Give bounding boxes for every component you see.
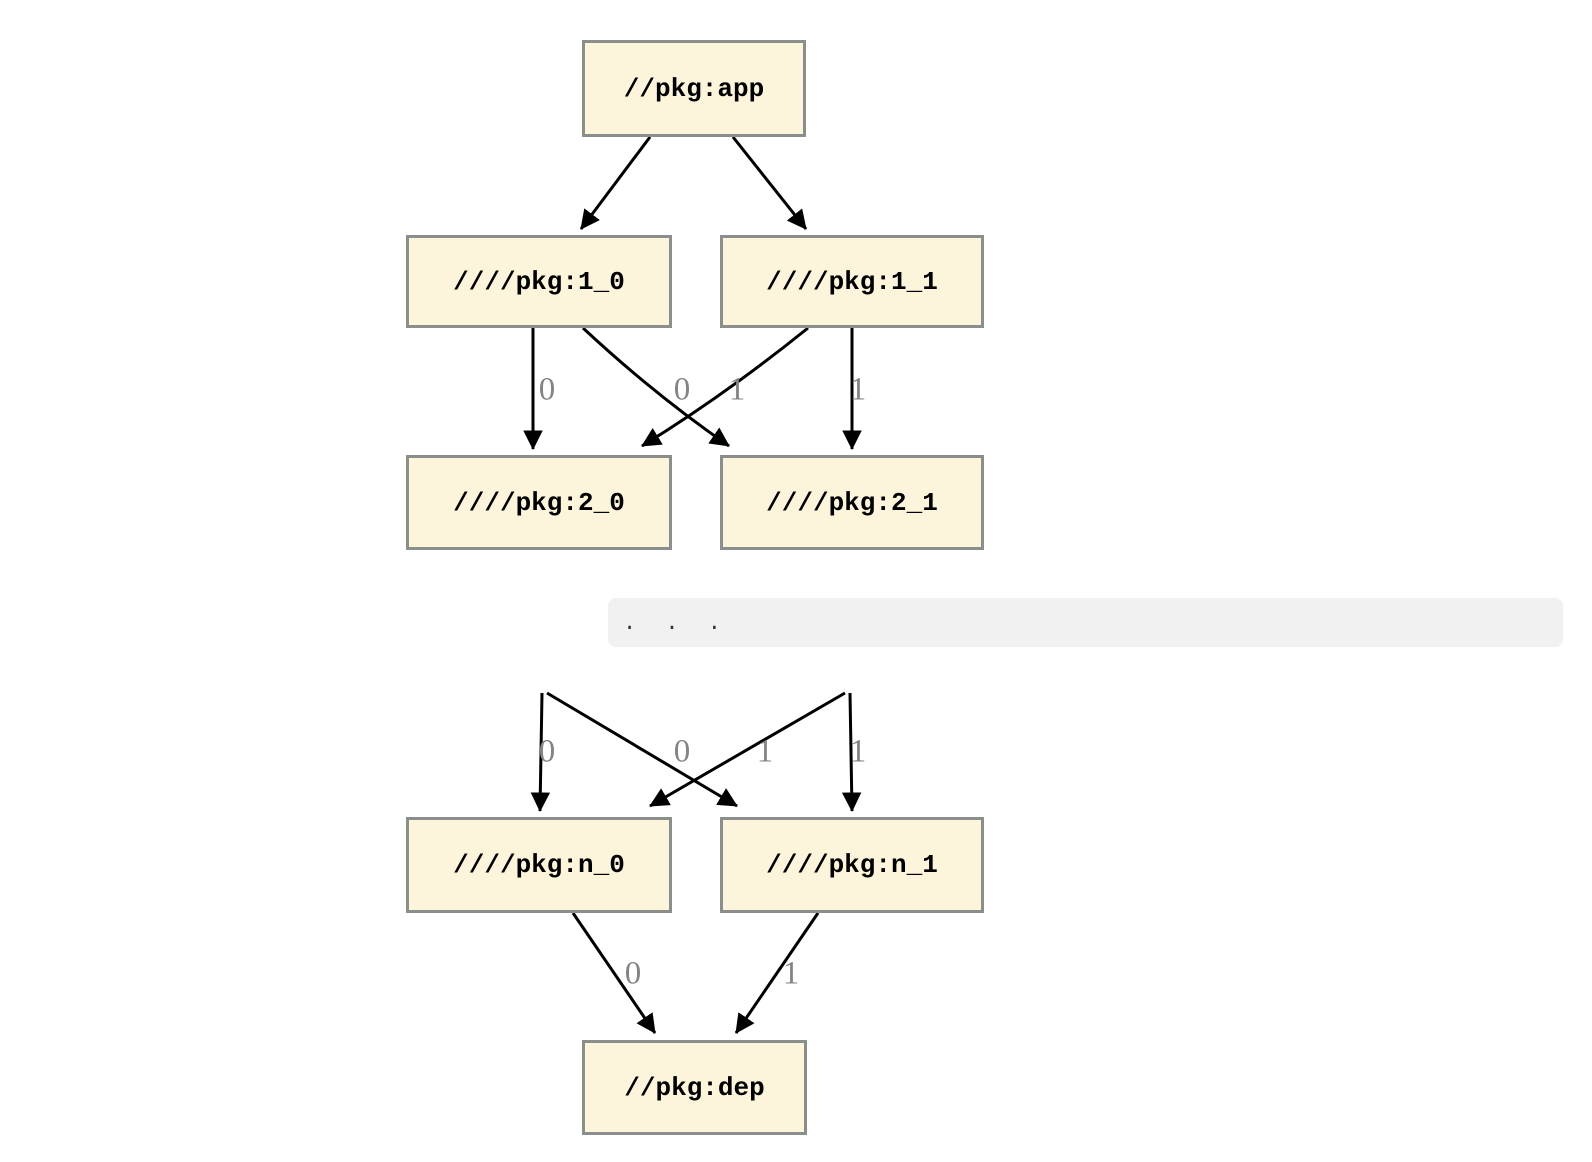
node-pkg-n_0: ////pkg:n_0 [406, 817, 672, 913]
node-pkg-1_0: ////pkg:1_0 [406, 235, 672, 328]
edge-app-to-1_1 [731, 136, 808, 230]
edge-label-n_0-dep: 0 [624, 955, 642, 992]
edge-label-1_1-2_1: 1 [849, 371, 867, 408]
node-pkg-2_0: ////pkg:2_0 [406, 455, 672, 550]
edge-label-1_0-2_0: 0 [538, 371, 556, 408]
node-pkg-dep: //pkg:dep [582, 1040, 807, 1135]
edge-n_0-to-dep [571, 912, 657, 1034]
edge-dots-to-n_1-cross [546, 691, 738, 808]
edge-label-1_0-2_1: 1 [728, 371, 746, 408]
edge-label-dots-n_0-cross: 0 [673, 733, 691, 770]
edge-label-dots-n_1-cross: 1 [756, 733, 774, 770]
node-pkg-app: //pkg:app [582, 40, 806, 137]
edge-label-n_1-dep: 1 [782, 955, 800, 992]
edge-label-1_1-2_0: 0 [673, 371, 691, 408]
edge-label-dots-n_1-straight: 1 [849, 733, 867, 770]
ellipsis-band: . . . [608, 598, 1563, 647]
edge-1_0-to-2_1 [581, 326, 730, 448]
node-pkg-n_1: ////pkg:n_1 [720, 817, 984, 913]
edge-n_1-to-dep [734, 912, 820, 1034]
edge-label-dots-n_0-straight: 0 [538, 733, 556, 770]
node-pkg-1_1: ////pkg:1_1 [720, 235, 984, 328]
node-pkg-2_1: ////pkg:2_1 [720, 455, 984, 550]
edge-1_1-to-2_0 [641, 326, 809, 448]
ellipsis-text: . . . [623, 611, 730, 636]
edge-app-to-1_0 [579, 136, 652, 230]
